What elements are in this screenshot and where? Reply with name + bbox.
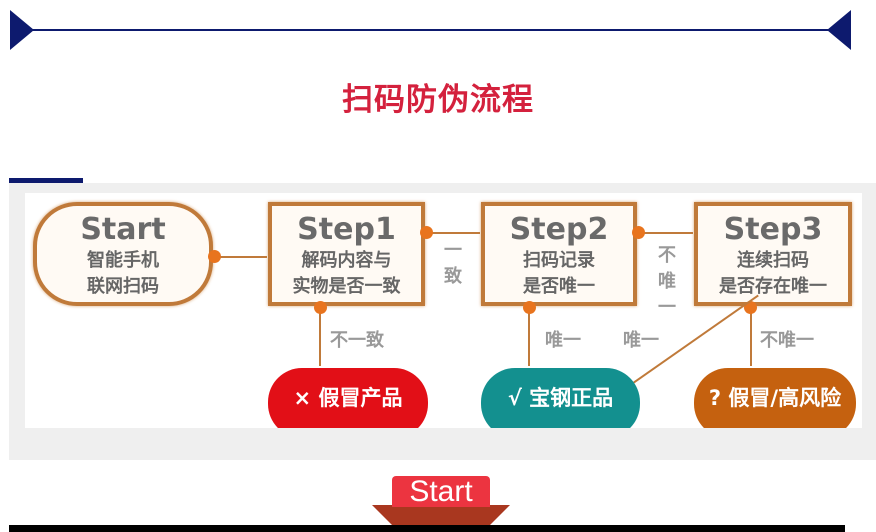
connector-start-step1: [215, 256, 267, 258]
connector-step3-risk: [750, 308, 752, 366]
bottom-divider: [9, 525, 845, 532]
node-title: Step2: [509, 212, 609, 247]
label-not-consistent: 不一致: [330, 330, 384, 351]
node-text: 连续扫码: [737, 250, 809, 271]
outcome-fake: × 假冒产品: [268, 368, 428, 428]
node-text: 是否唯一: [523, 276, 595, 297]
accent-bar: [9, 178, 83, 183]
label-consistent: 一致: [444, 240, 462, 287]
flowchart-image: Start 智能手机 联网扫码 Step1 解码内容与 实物是否一致 Step2…: [25, 193, 862, 428]
connector-step2-genuine: [528, 308, 530, 366]
connector-step1-fake: [319, 308, 321, 366]
ribbon-base: [372, 505, 510, 525]
connector-step1-step2: [427, 232, 480, 234]
label-unique: 唯一: [545, 330, 581, 351]
label-unique: 唯一: [623, 330, 659, 351]
step3-node: Step3 连续扫码 是否存在唯一: [694, 202, 852, 306]
step2-node: Step2 扫码记录 是否唯一: [481, 202, 637, 306]
node-text: 联网扫码: [87, 276, 159, 297]
connector-dot: [523, 301, 536, 314]
outcome-risk: ? 假冒/高风险: [694, 368, 856, 428]
node-text: 实物是否一致: [292, 276, 401, 297]
connector-dot: [420, 226, 433, 239]
connector-step2-step3: [639, 232, 693, 234]
node-text: 智能手机: [87, 250, 159, 271]
connector-dot: [208, 250, 221, 263]
node-text: 解码内容与: [301, 250, 392, 271]
outcome-genuine: √ 宝钢正品: [481, 368, 640, 428]
connector-dot: [632, 226, 645, 239]
node-text: 是否存在唯一: [719, 276, 827, 297]
node-title: Step1: [297, 212, 396, 247]
start-node: Start 智能手机 联网扫码: [33, 202, 213, 306]
page-title: 扫码防伪流程: [342, 82, 534, 118]
node-title: Step3: [723, 212, 823, 247]
step1-node: Step1 解码内容与 实物是否一致: [268, 202, 425, 306]
right-arrow-icon: [827, 10, 851, 50]
node-title: Start: [80, 212, 166, 247]
connector-dot: [314, 301, 327, 314]
label-not-unique-vertical: 不唯一: [658, 245, 676, 318]
start-badge: Start: [392, 476, 490, 507]
node-text: 扫码记录: [523, 250, 595, 271]
label-not-unique: 不唯一: [760, 330, 814, 351]
divider-line: [20, 29, 840, 31]
